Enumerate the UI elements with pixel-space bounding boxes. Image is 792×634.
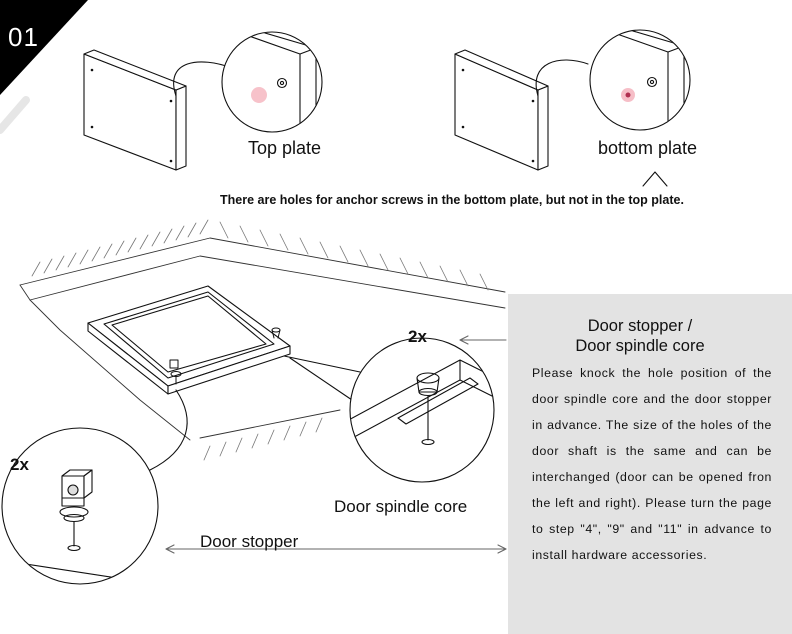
top-plate-illustration [83, 49, 233, 171]
spindle-quantity: 2x [408, 327, 427, 346]
screw-hole-icon [646, 76, 658, 88]
panel-body: Please knock the hole position of the do… [532, 366, 772, 562]
spindle-core-part [416, 372, 440, 446]
door-stopper-zoom [1, 389, 188, 585]
step-number: 01 [8, 22, 39, 52]
instruction-panel: Door stopper / Door spindle core Please … [508, 294, 792, 634]
bottom-plate-illustration [454, 49, 589, 171]
arrow-left-icon [459, 335, 507, 345]
watermark-mark [0, 96, 30, 134]
door-frame-illustration [87, 285, 291, 395]
spindle-core-label: Door spindle core [334, 497, 468, 516]
door-stopper-part [59, 469, 93, 552]
door-stopper-label: Door stopper [200, 532, 299, 551]
screw-hole-icon [276, 77, 288, 89]
arrow-right-icon [165, 544, 507, 554]
spindle-core-zoom [283, 337, 495, 483]
bottom-plate-label: bottom plate [598, 138, 698, 158]
hole-highlight [251, 87, 267, 103]
plate-note: There are holes for anchor screws in the… [220, 193, 684, 207]
bottom-plate-zoom [589, 29, 691, 131]
caret-up-icon [642, 171, 668, 187]
panel-title-line2: Door spindle core [575, 337, 705, 355]
top-plate-label: Top plate [248, 138, 322, 158]
carpet-illustration [19, 219, 506, 461]
spindle-core-pin [271, 327, 281, 339]
stopper-quantity: 2x [10, 455, 29, 474]
stopper-pin [169, 359, 182, 385]
step-badge: 01 [0, 0, 90, 95]
top-plate-zoom [221, 31, 323, 133]
panel-title: Door stopper / Door spindle core [508, 316, 772, 356]
panel-title-line1: Door stopper / [587, 317, 693, 335]
step-badge-shape [0, 0, 88, 95]
